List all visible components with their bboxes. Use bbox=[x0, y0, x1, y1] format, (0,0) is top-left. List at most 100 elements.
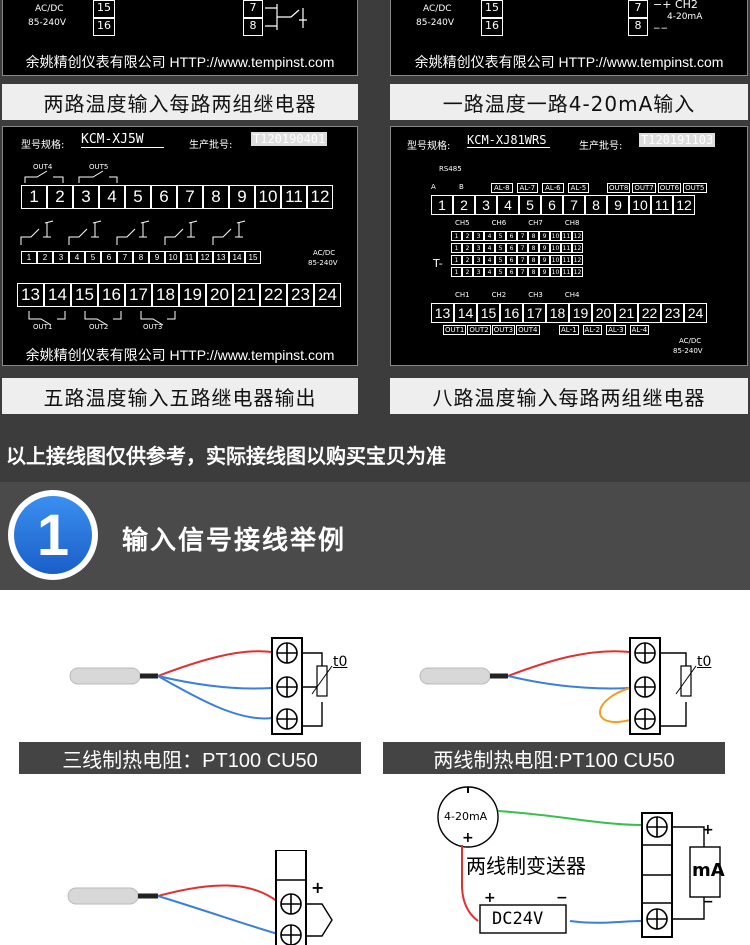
wiring-panel-xj81wrs: 型号规格: KCM-XJ81WRS 生产批号: T120191103 RS485… bbox=[390, 126, 748, 366]
al2-label: AL-2 bbox=[582, 325, 603, 335]
out-top-labels: OUT8 OUT7 OUT6 OUT5 bbox=[607, 183, 707, 193]
panel-footer: 余姚精创仪表有限公司 HTTP://www.tempinst.com bbox=[25, 347, 335, 363]
small-terminal-8: 8 bbox=[133, 251, 149, 264]
out7-label: OUT7 bbox=[632, 183, 656, 193]
terminal-23: 23 bbox=[287, 283, 314, 307]
sensor-probe bbox=[67, 887, 139, 905]
terminal-5: 5 bbox=[519, 195, 541, 215]
small-terminal-3: 3 bbox=[473, 267, 484, 277]
meter-plus: + bbox=[702, 822, 714, 838]
terminal-8: 8 bbox=[585, 195, 607, 215]
ch2-text: CH2 bbox=[674, 0, 698, 11]
small-terminal-1: 1 bbox=[451, 243, 462, 253]
section-header: 1 输入信号接线举例 bbox=[0, 482, 750, 590]
small-terminal-12: 12 bbox=[572, 231, 583, 241]
out2-label: OUT2 bbox=[89, 323, 109, 331]
al6-label: AL-6 bbox=[542, 183, 564, 193]
thermistor-arrow bbox=[675, 665, 697, 695]
al-top-labels: AL-8 AL-7 AL-6 AL-5 bbox=[491, 183, 590, 193]
small-terminal-2: 2 bbox=[462, 267, 473, 277]
terminal-8: 8 bbox=[628, 18, 648, 36]
model-label: 型号规格: bbox=[21, 140, 65, 151]
ma-label: 4-20mA bbox=[667, 12, 703, 22]
small-terminal-8: 8 bbox=[528, 255, 539, 265]
terminal-dividers bbox=[642, 844, 672, 904]
plus-sign: + bbox=[311, 878, 325, 897]
terminal-4: 4 bbox=[99, 185, 125, 209]
small-terminal-2: 2 bbox=[462, 255, 473, 265]
rs485-label: RS485 bbox=[439, 165, 462, 173]
small-terminal-2: 2 bbox=[462, 243, 473, 253]
terminal-21: 21 bbox=[233, 283, 260, 307]
thermocouple-diagram bbox=[67, 850, 333, 945]
small-terminal-6: 6 bbox=[506, 243, 517, 253]
small-terminal-10: 10 bbox=[550, 243, 561, 253]
relay-group-symbols bbox=[20, 220, 246, 245]
terminal-2: 2 bbox=[47, 185, 73, 209]
small-terminal-9: 9 bbox=[539, 255, 550, 265]
acdc-label: AC/DC bbox=[679, 337, 702, 345]
terminal-11: 11 bbox=[281, 185, 307, 209]
small-terminal-7: 7 bbox=[117, 251, 133, 264]
ch4-label: CH4 bbox=[564, 291, 580, 299]
out3-label: OUT3 bbox=[143, 323, 163, 331]
dc-plus: + bbox=[484, 890, 496, 906]
out5-label: OUT5 bbox=[89, 163, 109, 171]
terminal-19: 19 bbox=[569, 303, 592, 323]
batch-value: T120191103 bbox=[639, 133, 716, 147]
ch3-label: CH3 bbox=[528, 291, 543, 299]
ch-top-labels: CH5 CH6 CH7 CH8 bbox=[455, 219, 579, 227]
rs485-a: A bbox=[431, 183, 436, 191]
screw-terminals bbox=[646, 816, 668, 930]
small-terminal-4: 4 bbox=[484, 231, 495, 241]
terminal-15: 15 bbox=[71, 283, 98, 307]
small-terminal-2: 2 bbox=[462, 231, 473, 241]
small-terminal-9: 9 bbox=[539, 243, 550, 253]
model-label: 型号规格: bbox=[407, 141, 451, 152]
red-wire bbox=[157, 884, 279, 903]
small-terminal-4: 4 bbox=[484, 243, 495, 253]
section-title: 输入信号接线举例 bbox=[122, 526, 347, 556]
out-bottom-labels: OUT1 OUT2 OUT3 OUT4 bbox=[443, 325, 540, 335]
small-terminal-7: 7 bbox=[517, 243, 528, 253]
terminal-8: 8 bbox=[243, 18, 263, 36]
acdc-label: AC/DC bbox=[313, 249, 336, 257]
caption-five-channel: 五路温度输入五路继电器输出 bbox=[2, 378, 358, 414]
terminal-14: 14 bbox=[44, 283, 71, 307]
ch1-label: CH1 bbox=[455, 291, 470, 299]
blue-wire bbox=[569, 920, 643, 924]
t-minus-label: T- bbox=[433, 257, 443, 270]
al8-label: AL-8 bbox=[491, 183, 513, 193]
small-terminal-10: 10 bbox=[550, 231, 561, 241]
meter-minus: − bbox=[702, 894, 714, 910]
ch6-label: CH6 bbox=[491, 219, 507, 227]
caption-eight-channel: 八路温度输入每路两组继电器 bbox=[390, 378, 748, 414]
terminal-20: 20 bbox=[592, 303, 615, 323]
out1-label: OUT1 bbox=[33, 323, 53, 331]
transmitter-label: 两线制变送器 bbox=[466, 854, 586, 878]
terminal-7: 7 bbox=[628, 0, 648, 18]
small-terminal-12: 12 bbox=[197, 251, 213, 264]
ch5-label: CH5 bbox=[455, 219, 470, 227]
terminal-9: 9 bbox=[229, 185, 255, 209]
out1-label: OUT1 bbox=[443, 325, 467, 335]
terminal-4: 4 bbox=[497, 195, 519, 215]
meter-label: mA bbox=[692, 860, 725, 881]
terminal-5: 5 bbox=[125, 185, 151, 209]
terminal-16: 16 bbox=[93, 18, 115, 36]
batch-label: 生产批号: bbox=[579, 141, 623, 152]
out5-label: OUT5 bbox=[683, 183, 707, 193]
wiring-panel-top-left: AC/DC 85-240V 15 16 7 8 余姚精创仪表有限公司 HTTP:… bbox=[2, 0, 358, 76]
al7-label: AL-7 bbox=[516, 183, 539, 193]
section-number-badge: 1 bbox=[14, 496, 92, 574]
batch-value: T120190401 bbox=[251, 132, 328, 146]
label-three-wire: 三线制热电阻：PT100 CU50 bbox=[19, 742, 361, 774]
small-terminal-11: 11 bbox=[561, 267, 572, 277]
terminal-10: 10 bbox=[255, 185, 281, 209]
ch2-label: −+ CH2 bbox=[653, 0, 698, 11]
small-terminal-2: 2 bbox=[37, 251, 53, 264]
terminal-21: 21 bbox=[615, 303, 638, 323]
